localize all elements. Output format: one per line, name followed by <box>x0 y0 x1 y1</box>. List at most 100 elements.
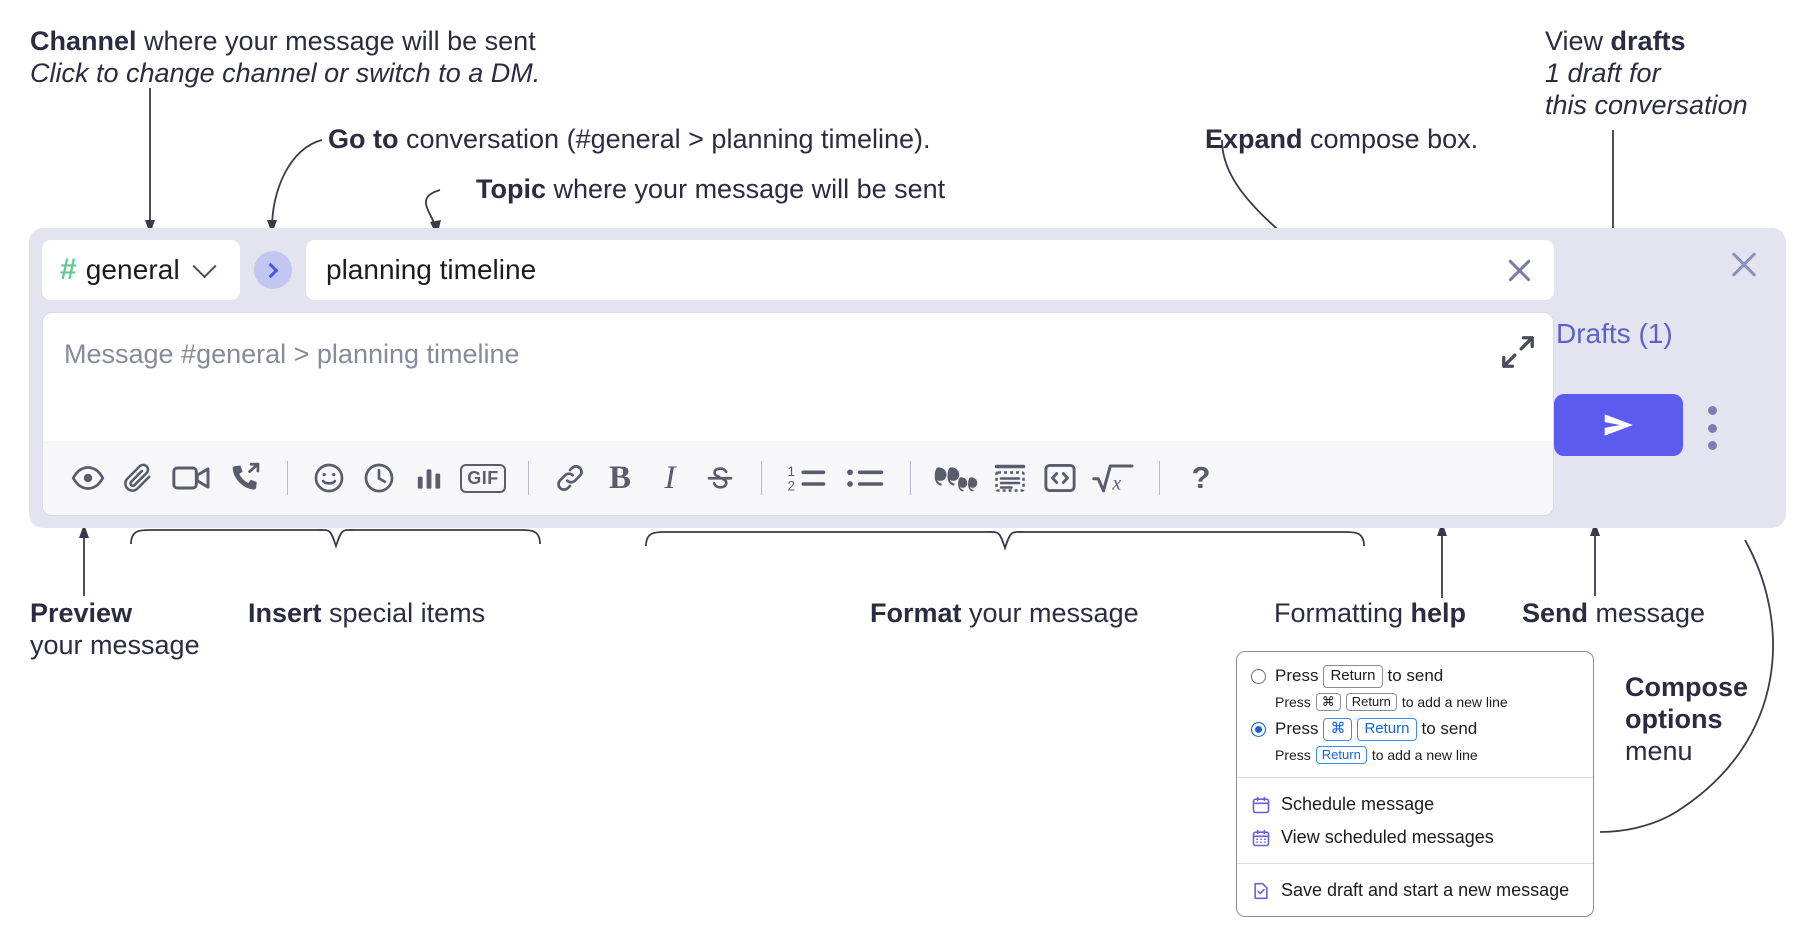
key-return: Return <box>1357 718 1417 741</box>
annotation-channel-rest: where your message will be sent <box>136 26 536 56</box>
strikethrough-icon[interactable] <box>695 453 745 503</box>
italic-icon[interactable]: I <box>645 453 695 503</box>
menu-item-view-scheduled-messages[interactable]: View scheduled messages <box>1237 821 1593 854</box>
paperclip-icon[interactable] <box>113 453 163 503</box>
annotation-format: Format your message <box>870 598 1139 630</box>
option-1-sub-pre: Press <box>1275 693 1311 710</box>
radio-option-2-sublabel: Press Return to add a new line <box>1237 744 1593 768</box>
option-2-sub-pre: Press <box>1275 746 1311 763</box>
radio-button-selected[interactable] <box>1251 721 1266 737</box>
menu-item-label: Schedule message <box>1281 794 1435 814</box>
question-mark-icon[interactable]: ? <box>1176 453 1226 503</box>
radio-button[interactable] <box>1251 668 1266 684</box>
annotation-goto: Go to conversation (#general > planning … <box>328 124 931 156</box>
kebab-dot <box>1707 423 1717 433</box>
clock-icon[interactable] <box>354 453 404 503</box>
annotation-drafts-italic2: this conversation <box>1545 89 1748 120</box>
bar-chart-icon[interactable] <box>404 453 454 503</box>
separator-4 <box>910 461 911 495</box>
menu-item-label: View scheduled messages <box>1281 827 1494 847</box>
ordered-list-icon[interactable]: 1 2 <box>778 453 836 503</box>
key-command: ⌘ <box>1323 718 1353 741</box>
preview-button[interactable] <box>63 453 113 503</box>
option-1-pre: Press <box>1275 666 1319 686</box>
annotation-send: Send message <box>1522 598 1705 630</box>
separator-3 <box>761 461 762 495</box>
annotation-expand-rest: compose box. <box>1302 124 1479 154</box>
annotation-insert: Insert special items <box>248 598 485 630</box>
option-2-sub-post: to add a new line <box>1371 746 1478 763</box>
radio-label: Press ⌘ Return to send <box>1275 718 1477 741</box>
vertical-dots-icon[interactable] <box>1704 406 1720 450</box>
separator-1 <box>287 461 288 495</box>
square-root-icon[interactable]: x <box>1085 453 1143 503</box>
compose-header-row: # general planning timeline <box>42 240 1554 300</box>
close-icon[interactable] <box>1502 253 1536 287</box>
bulleted-list-icon[interactable] <box>836 453 894 503</box>
code-icon[interactable] <box>1035 453 1085 503</box>
svg-text:1: 1 <box>788 464 796 479</box>
annotation-topic: Topic where your message will be sent <box>476 174 945 206</box>
annotation-preview-bold: Preview <box>30 598 133 628</box>
gif-icon[interactable]: GIF <box>454 453 512 503</box>
menu-item-schedule-message[interactable]: Schedule message <box>1237 788 1593 821</box>
annotation-send-bold: Send <box>1522 598 1589 628</box>
annotation-goto-bold: Go to <box>328 124 399 154</box>
send-button[interactable] <box>1554 394 1683 456</box>
annotation-goto-rest: conversation (#general > planning timeli… <box>398 124 931 154</box>
topic-input[interactable]: planning timeline <box>326 254 537 285</box>
compose-box: # general planning timeline Message #gen… <box>29 228 1786 528</box>
phone-forward-icon[interactable] <box>221 453 271 503</box>
option-1-sub-post: to add a new line <box>1401 693 1508 710</box>
annotation-preview: Preview your message <box>30 598 200 662</box>
annotation-format-rest: your message <box>961 598 1139 628</box>
message-area[interactable]: Message #general > planning timeline <box>42 312 1554 516</box>
send-shortcut-options: Press Return to send Press ⌘ Return to a… <box>1237 652 1593 777</box>
help-label: ? <box>1191 460 1211 495</box>
draft-section: Save draft and start a new message <box>1237 863 1593 916</box>
annotation-compose-options: Compose options menu <box>1625 672 1748 768</box>
key-return: Return <box>1323 665 1383 688</box>
chevron-right-icon <box>262 262 278 278</box>
radio-option-return-to-send[interactable]: Press Return to send <box>1237 662 1593 691</box>
menu-item-save-draft[interactable]: Save draft and start a new message <box>1237 874 1593 907</box>
topic-field[interactable]: planning timeline <box>306 240 1554 300</box>
close-icon[interactable] <box>1726 246 1762 282</box>
option-2-post: to send <box>1421 719 1478 739</box>
annotation-send-rest: message <box>1588 598 1706 628</box>
menu-item-label: Save draft and start a new message <box>1281 880 1570 900</box>
hash-icon: # <box>60 253 77 286</box>
annotation-help-bold: help <box>1410 598 1467 628</box>
channel-selector[interactable]: # general <box>42 240 240 300</box>
schedule-section: Schedule message View scheduled messages <box>1237 777 1593 863</box>
annotation-drafts-bold: drafts <box>1610 26 1686 56</box>
annotation-expand-bold: Expand <box>1205 124 1303 154</box>
channel-name: general <box>85 254 180 285</box>
goto-conversation-button[interactable] <box>254 251 292 289</box>
annotation-topic-rest: where your message will be sent <box>546 174 946 204</box>
key-command: ⌘ <box>1315 692 1341 711</box>
annotation-help-lead: Formatting <box>1274 598 1411 628</box>
smiley-icon[interactable] <box>304 453 354 503</box>
message-input-placeholder[interactable]: Message #general > planning timeline <box>64 339 520 369</box>
radio-option-cmd-return-to-send[interactable]: Press ⌘ Return to send <box>1237 715 1593 744</box>
code-block-icon[interactable] <box>985 453 1035 503</box>
expand-icon[interactable] <box>1499 333 1537 371</box>
quote-icon[interactable] <box>927 453 985 503</box>
annotation-co-bold2: options <box>1625 703 1723 734</box>
svg-text:x: x <box>1112 473 1122 494</box>
link-icon[interactable] <box>545 453 595 503</box>
italic-label: I <box>664 459 676 496</box>
annotation-drafts-italic1: 1 draft for <box>1545 57 1661 88</box>
option-1-post: to send <box>1387 666 1444 686</box>
send-arrow-icon <box>1604 414 1633 436</box>
annotation-insert-bold: Insert <box>248 598 322 628</box>
drafts-link[interactable]: Drafts (1) <box>1556 318 1673 349</box>
video-camera-icon[interactable] <box>163 453 221 503</box>
bold-icon[interactable]: B <box>595 453 645 503</box>
calendar-icon <box>1251 795 1271 815</box>
separator-5 <box>1159 461 1160 495</box>
formatting-toolbar: GIF B I <box>43 441 1553 515</box>
svg-text:2: 2 <box>788 479 796 494</box>
